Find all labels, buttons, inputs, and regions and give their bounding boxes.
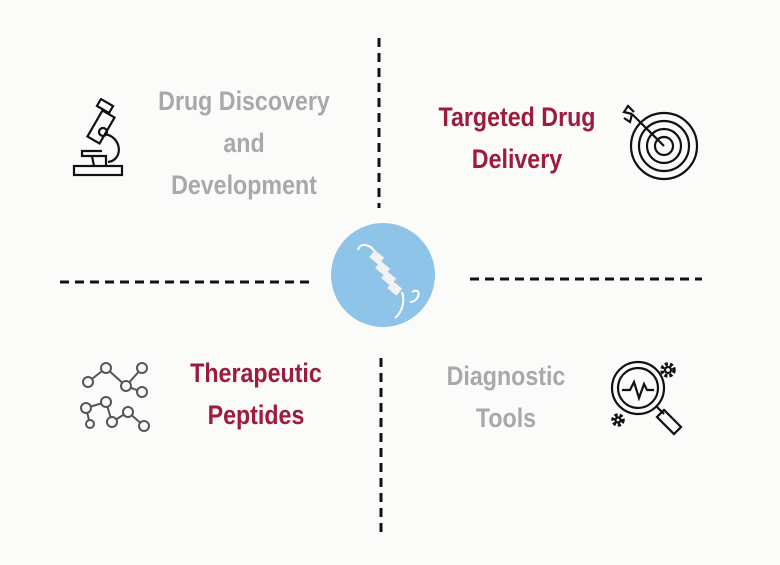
label-line: Diagnostic (446, 361, 566, 391)
label-line: Therapeutic (190, 358, 322, 388)
divider-top (377, 38, 381, 208)
target-icon (622, 104, 699, 181)
label-line: Tools (475, 403, 537, 433)
microscope-icon (72, 98, 124, 177)
divider-bottom (379, 358, 383, 538)
magnifier-gears-icon (610, 360, 683, 436)
label-line: Delivery (471, 144, 563, 174)
label-line: and (223, 128, 265, 158)
divider-left (60, 280, 310, 284)
label-line: Development (171, 170, 317, 200)
label-line: Peptides (207, 400, 305, 430)
molecule-network-icon (80, 362, 150, 432)
divider-right (470, 277, 702, 281)
label-line: Targeted Drug (438, 102, 596, 132)
label-line: Drug Discovery (158, 86, 330, 116)
peptide-helix-icon (331, 223, 435, 327)
